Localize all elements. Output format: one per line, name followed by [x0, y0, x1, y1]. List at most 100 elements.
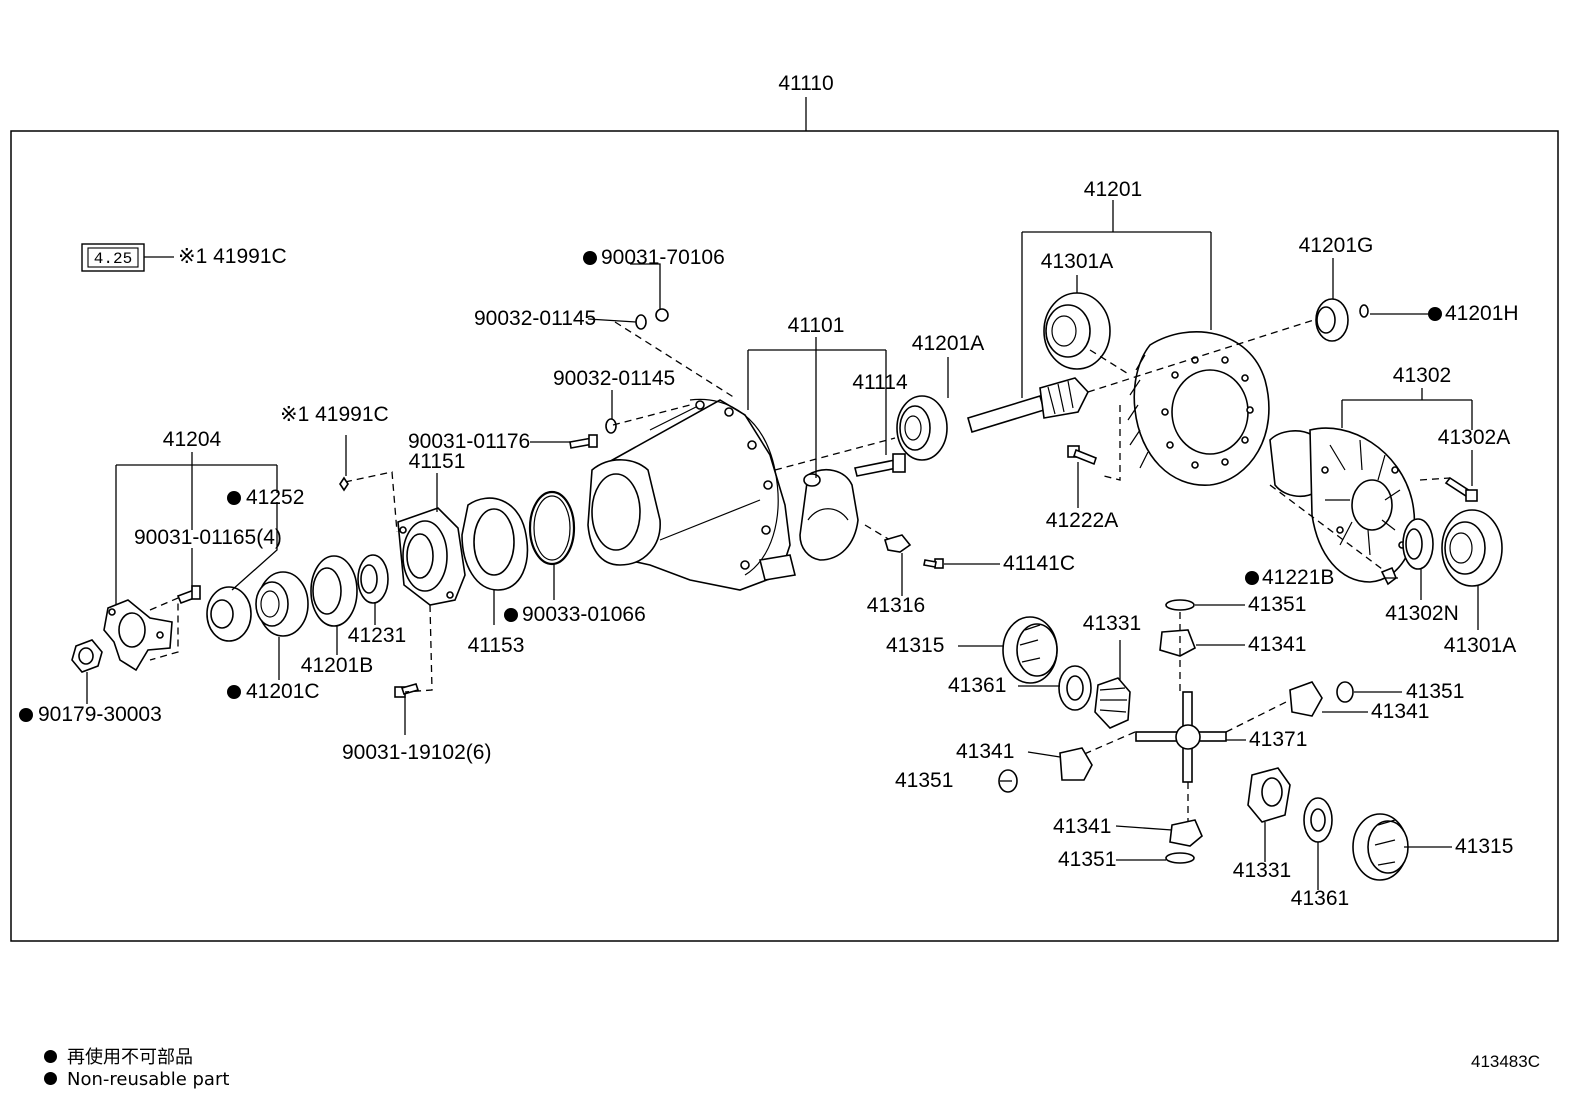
label-41361-a[interactable]: 41361	[948, 674, 1006, 697]
label-90033-01066[interactable]: 90033-01066	[522, 603, 646, 626]
label-41153[interactable]: 41153	[468, 634, 525, 657]
carrier-housing	[587, 398, 796, 591]
label-41341-c[interactable]: 41341	[956, 740, 1014, 763]
label-41331-b[interactable]: 41331	[1233, 859, 1291, 882]
washer-41201h	[1359, 304, 1369, 318]
nut-90031-70106	[655, 308, 669, 322]
spacer-41231	[357, 554, 389, 604]
label-41222a[interactable]: 41222A	[1046, 509, 1118, 532]
washer-90032-01145-b	[605, 418, 617, 434]
washer-41361-a	[1058, 665, 1092, 711]
label-41991c-mid[interactable]: ※1 41991C	[280, 403, 389, 426]
legend-japanese-text: 再使用不可部品	[67, 1047, 193, 1068]
dash-pinion-axis	[1087, 317, 1321, 393]
dash-lock	[864, 524, 891, 541]
label-41302n[interactable]: 41302N	[1385, 602, 1459, 625]
label-41315-a[interactable]: 41315	[886, 634, 944, 657]
label-41302[interactable]: 41302	[1393, 364, 1451, 387]
bearing-41301a-top	[1043, 292, 1111, 370]
oil-seal-41252	[206, 586, 252, 642]
bearing-race-41201b	[310, 555, 358, 627]
non-reusable-markers	[19, 251, 1442, 722]
svg-text:4.25: 4.25	[94, 250, 132, 268]
label-41315-b[interactable]: 41315	[1455, 835, 1513, 858]
legend-english: Non-reusable part	[44, 1069, 229, 1090]
retainer-41151	[397, 507, 466, 606]
nut-90179-30003	[71, 639, 103, 673]
ring-gear	[1127, 331, 1270, 486]
non-reusable-bullet-icon	[44, 1049, 57, 1063]
label-41991c-top[interactable]: ※1 41991C	[178, 245, 287, 268]
washer-90032-01145-a	[635, 314, 647, 330]
figure-code: 413483C	[1470, 1052, 1540, 1071]
assembly-frame	[10, 130, 1559, 942]
ratio-box: 4.25	[81, 243, 174, 272]
bolt-90031-01165	[176, 585, 201, 605]
label-41141c[interactable]: 41141C	[1003, 552, 1075, 575]
label-41201h[interactable]: 41201H	[1445, 302, 1519, 325]
label-41302a[interactable]: 41302A	[1438, 426, 1510, 449]
label-41301a-top[interactable]: 41301A	[1041, 250, 1113, 273]
label-41114[interactable]: 41114	[852, 371, 908, 394]
pinion-41341-bottom	[1169, 819, 1203, 847]
side-gear-41331-b	[1247, 767, 1291, 823]
gasket-41153	[461, 497, 529, 591]
legend-english-text: Non-reusable part	[67, 1069, 230, 1090]
label-41201c[interactable]: 41201C	[246, 680, 320, 703]
label-41201g[interactable]: 41201G	[1299, 234, 1374, 257]
label-90032-01145-b[interactable]: 90032-01145	[553, 367, 675, 390]
label-90031-70106[interactable]: 90031-70106	[601, 246, 725, 269]
dash-retainer-bolt	[404, 604, 433, 693]
bolt-41302a	[1444, 476, 1478, 502]
bearing-41201c	[255, 571, 309, 637]
spider-41371	[1135, 691, 1227, 783]
legend-japanese: 再使用不可部品	[44, 1043, 193, 1069]
label-41341-a[interactable]: 41341	[1248, 633, 1306, 656]
label-41231[interactable]: 41231	[348, 624, 406, 647]
bearing-41301a-bottom	[1441, 509, 1503, 587]
plug-41991c	[339, 476, 349, 492]
label-41351-b[interactable]: 41351	[1406, 680, 1464, 703]
washer-41351-right	[1336, 681, 1354, 703]
label-90031-01176[interactable]: 90031-01176	[408, 430, 530, 453]
dash-carrier-bearing	[774, 437, 896, 471]
label-41201b[interactable]: 41201B	[301, 654, 373, 677]
label-41204[interactable]: 41204	[163, 428, 222, 451]
label-90032-01145-a[interactable]: 90032-01145	[474, 307, 596, 330]
label-41351-d[interactable]: 41351	[1058, 848, 1116, 871]
label-41101[interactable]: 41101	[788, 314, 845, 337]
side-gear-thrust-41315-a	[1002, 616, 1058, 684]
label-90179-30003[interactable]: 90179-30003	[38, 703, 162, 726]
label-41316[interactable]: 41316	[867, 594, 925, 617]
label-41361-b[interactable]: 41361	[1291, 887, 1349, 910]
label-41371[interactable]: 41371	[1249, 728, 1307, 751]
label-90031-19102[interactable]: 90031-19102(6)	[342, 741, 491, 764]
pinion-41341-left	[1059, 747, 1093, 781]
side-gear-41331-a	[1094, 677, 1131, 729]
washer-41351-bottom	[1165, 852, 1195, 864]
label-41221b[interactable]: 41221B	[1262, 566, 1334, 589]
label-90031-01165[interactable]: 90031-01165(4)	[134, 526, 282, 549]
dash-case	[1269, 484, 1391, 576]
bolt-90031-19102	[394, 683, 420, 698]
label-41331-a[interactable]: 41331	[1083, 612, 1141, 635]
label-41252[interactable]: 41252	[246, 486, 304, 509]
assembly-title[interactable]: 41110	[778, 72, 833, 95]
label-41351-c[interactable]: 41351	[895, 769, 953, 792]
label-41201[interactable]: 41201	[1084, 178, 1142, 201]
label-41301a-bottom[interactable]: 41301A	[1444, 634, 1516, 657]
dash-carrier-bolt	[612, 404, 691, 426]
label-41341-b[interactable]: 41341	[1371, 700, 1429, 723]
lock-plate-41316	[884, 534, 912, 553]
bolt-41141c	[923, 558, 944, 569]
companion-flange-41204	[103, 597, 179, 672]
dash-ring-bolt	[1099, 405, 1121, 481]
label-41341-d[interactable]: 41341	[1053, 815, 1111, 838]
drive-pinion	[967, 377, 1089, 434]
label-41201a[interactable]: 41201A	[912, 332, 984, 355]
pinion-41341-top	[1159, 629, 1197, 657]
bearing-41201g	[1315, 298, 1349, 342]
label-41351-a[interactable]: 41351	[1248, 593, 1306, 616]
non-reusable-bullet-icon	[44, 1071, 57, 1085]
label-41151[interactable]: 41151	[409, 450, 466, 473]
